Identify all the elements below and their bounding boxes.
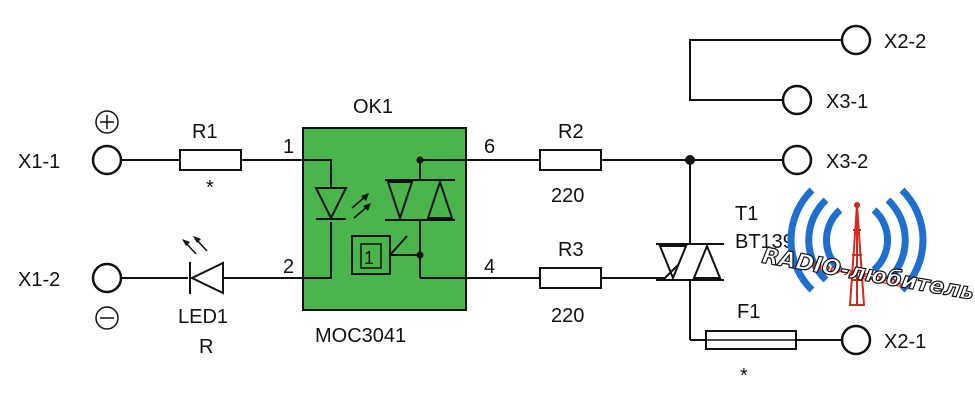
svg-text:RADIO-любитель: RADIO-любитель — [760, 244, 975, 306]
label-bt139: BT139 — [735, 231, 794, 253]
minus-icon — [95, 306, 119, 330]
label-x2-1: X2-1 — [884, 331, 926, 353]
fuse-f1 — [705, 330, 797, 350]
opto-light-arrows-icon — [351, 193, 371, 219]
resistor-r2 — [539, 149, 602, 171]
terminal-x2-2 — [840, 24, 872, 56]
r2-value: 220 — [551, 185, 584, 207]
label-f1: F1 — [737, 301, 760, 323]
label-x3-2: X3-2 — [826, 151, 868, 173]
plus-icon — [95, 110, 119, 134]
resistor-r3 — [539, 267, 602, 289]
pin-2-label: 2 — [283, 256, 294, 278]
wiring — [121, 39, 842, 341]
junction-dot — [685, 155, 695, 165]
led-color-r: R — [199, 336, 213, 358]
f1-asterisk: * — [740, 365, 748, 387]
optocoupler-ok1 — [302, 127, 467, 311]
label-r1: R1 — [192, 121, 218, 143]
led-emission-arrows-icon — [182, 236, 208, 255]
label-x2-2: X2-2 — [884, 31, 926, 53]
r3-value: 220 — [551, 305, 584, 327]
terminal-x1-1 — [91, 144, 123, 176]
label-x1-2: X1-2 — [18, 269, 60, 291]
terminal-x1-2 — [91, 262, 123, 294]
pin-6-label: 6 — [484, 136, 495, 158]
led-diode — [189, 261, 224, 295]
terminal-x3-2 — [781, 144, 813, 176]
label-x3-1: X3-1 — [826, 91, 868, 113]
radio-lyubitel-logo: RADIO-ЛЮБИТЕЛЬ RADIO-любитель — [760, 187, 975, 306]
label-ok1: OK1 — [353, 96, 393, 118]
terminal-x3-1 — [781, 84, 813, 116]
resistor-r1 — [179, 149, 242, 171]
zero-cross-label: 1 — [364, 248, 374, 268]
pin-4-label: 4 — [484, 256, 495, 278]
r1-asterisk: * — [206, 177, 214, 199]
label-x1-1: X1-1 — [18, 151, 60, 173]
label-led1: LED1 — [178, 306, 228, 328]
label-r3: R3 — [558, 239, 584, 261]
pin-1-label: 1 — [283, 136, 294, 158]
label-t1: T1 — [735, 203, 758, 225]
terminal-x2-1 — [840, 324, 872, 356]
label-moc3041: MOC3041 — [315, 325, 406, 347]
triac-t1 — [656, 243, 724, 281]
label-r2: R2 — [558, 121, 584, 143]
